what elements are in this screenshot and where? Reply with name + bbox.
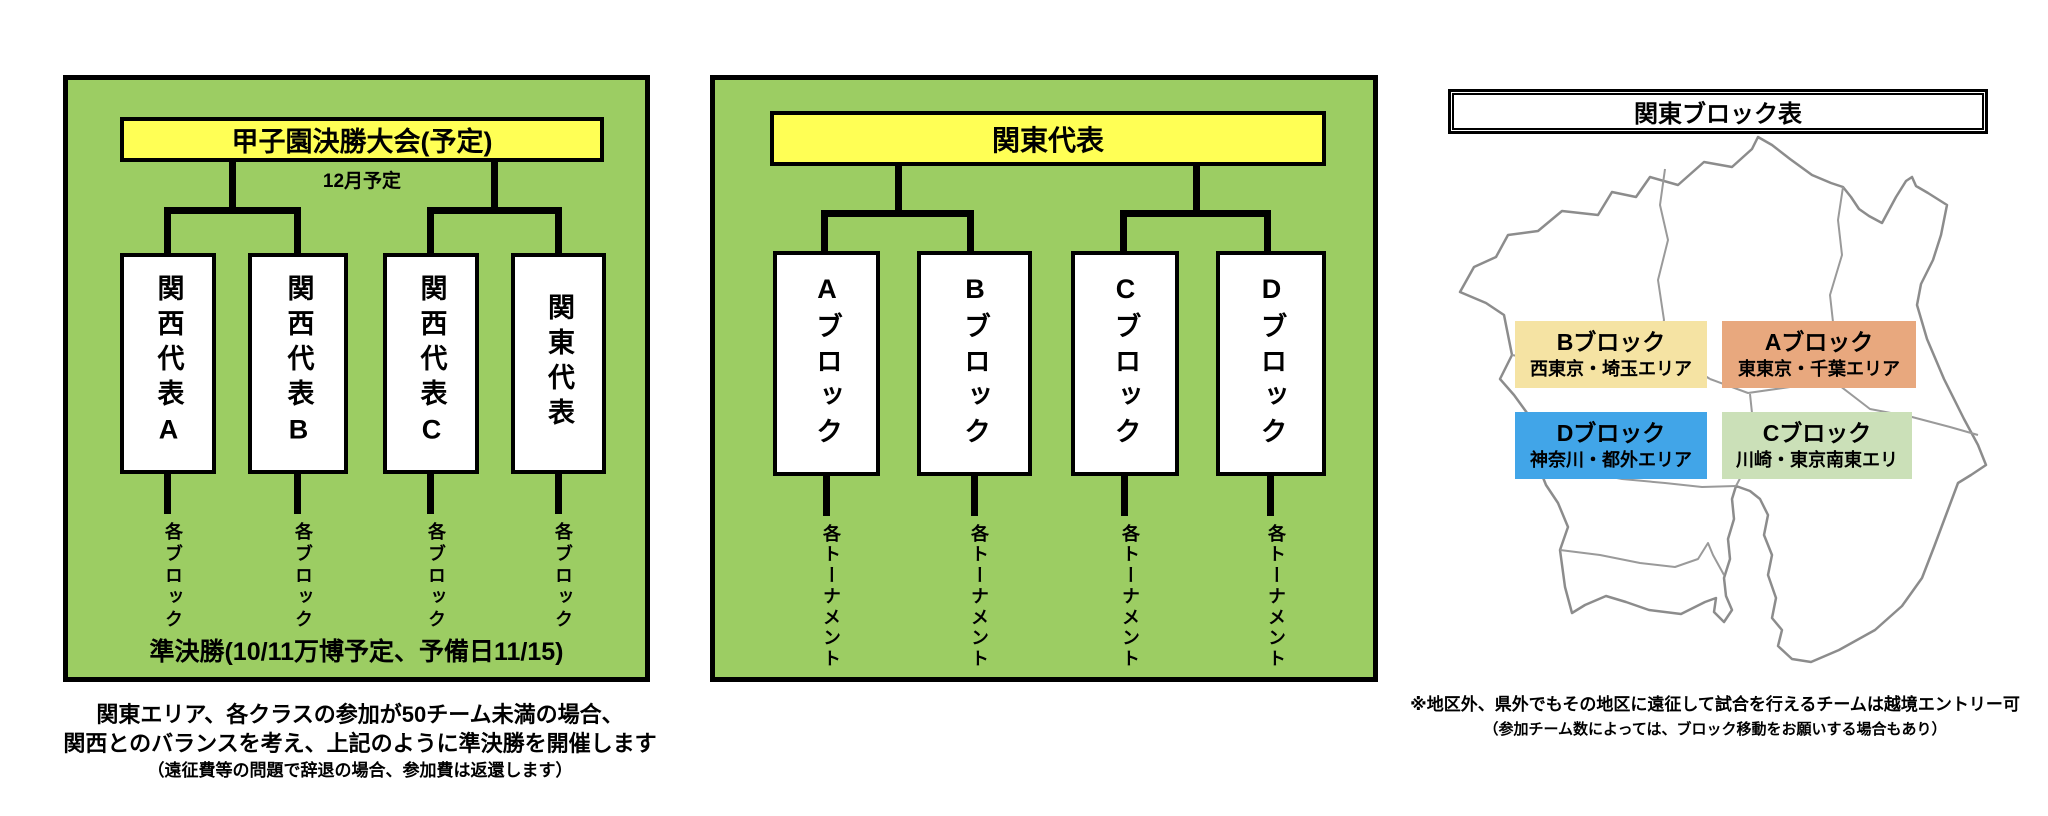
final-tournament-header-label: 甲子園決勝大会(予定) [231,127,493,157]
final-tournament-header: 甲子園決勝大会(予定) [120,117,604,162]
map-block-name: Aブロック [1764,328,1874,355]
map-block-area: 神奈川・都外エリア [1530,449,1692,470]
block-box-d: Dブロック [1216,251,1326,476]
bracket-line [294,474,301,514]
map-block-name: Dブロック [1556,419,1666,446]
leaf-label-block: 各ブロック [426,522,446,632]
map-block-area: 川崎・東京南東エリ [1736,449,1898,470]
team-box-label: 関西代表B [283,274,314,453]
kanto-map [1458,135,1988,664]
koshien-final-bracket-panel: 甲子園決勝大会(予定) 12月予定 関西代表А 関西代表B 関西代表C 関東代表 [63,75,650,682]
bracket-line [427,474,434,514]
team-box-label: 関西代表А [153,274,184,453]
final-schedule-note: 12月予定 [322,171,402,192]
semifinal-footer: 準決勝(10/11万博予定、予備日11/15) [149,638,564,666]
bracket-line [1267,476,1274,516]
map-block-c: Cブロック 川崎・東京南東エリ [1722,412,1912,479]
team-box-label: 関西代表C [416,274,447,453]
kanto-representative-header: 関東代表 [770,111,1326,166]
leaf-label-tournament: 各トーナメント [1266,524,1286,671]
bracket-line [164,474,171,514]
block-box-label: Bブロック [960,274,990,453]
block-box-label: Aブロック [812,274,842,453]
map-block-area: 東東京・千葉エリア [1738,358,1900,379]
kanto-block-map-title-box: 関東ブロック表 [1448,89,1988,134]
map-block-a: Aブロック 東東京・千葉エリア [1722,321,1916,388]
note-line: （遠征費等の問題で辞退の場合、参加費は返還します） [147,761,573,780]
bracket-line [555,207,562,257]
block-box-c: Cブロック [1071,251,1179,476]
team-box-kansai-b: 関西代表B [248,253,348,474]
bracket-line [1193,166,1200,217]
kanto-block-map-title: 関東ブロック表 [1634,101,1802,128]
bracket-line [427,207,434,257]
bracket-line [1120,210,1271,217]
bracket-line [427,207,562,214]
map-block-d: Dブロック 神奈川・都外エリア [1515,412,1707,479]
bracket-line [1264,210,1271,255]
bracket-line [821,210,974,217]
bracket-line [555,474,562,514]
bracket-line [895,166,902,217]
bracket-line [1120,210,1127,255]
bracket-line [821,210,828,255]
bracket-line [294,207,301,257]
leaf-label-tournament: 各トーナメント [1120,524,1140,671]
bracket-line [823,476,830,516]
kanto-representative-header-label: 関東代表 [991,124,1104,156]
right-panel-notes: ※地区外、県外でもその地区に遠征して試合を行えるチームは越境エントリー可 （参加… [1400,692,2030,742]
bracket-line [967,210,974,255]
map-block-area: 西東京・埼玉エリア [1530,358,1692,379]
team-box-kansai-a: 関西代表А [120,253,216,474]
team-box-kanto: 関東代表 [511,253,606,474]
left-panel-notes: 関東エリア、各クラスの参加が50チーム未満の場合、 関西とのバランスを考え、上記… [40,700,680,783]
map-block-name: Cブロック [1762,419,1872,446]
team-box-kansai-c: 関西代表C [383,253,479,474]
note-line: 関東エリア、各クラスの参加が50チーム未満の場合、 [96,702,624,727]
bracket-line [491,162,498,214]
block-box-b: Bブロック [917,251,1032,476]
note-line: （参加チーム数によっては、ブロック移動をお願いする場合もあり） [1483,721,1947,738]
bracket-line [164,207,171,257]
block-box-label: Cブロック [1110,274,1141,453]
leaf-label-tournament: 各トーナメント [821,524,841,671]
map-block-name: Bブロック [1556,328,1666,355]
leaf-label-block: 各ブロック [163,522,183,632]
bracket-line [1121,476,1128,516]
bracket-line [164,207,301,214]
team-box-label: 関東代表 [544,293,574,434]
kanto-outline [1458,135,1988,664]
note-line: ※地区外、県外でもその地区に遠征して試合を行えるチームは越境エントリー可 [1410,695,2020,714]
leaf-label-block: 各ブロック [293,522,313,632]
block-box-a: Aブロック [773,251,880,476]
bracket-line [229,162,236,214]
leaf-label-block: 各ブロック [553,522,573,632]
bracket-line [971,476,978,516]
map-block-b: Bブロック 西東京・埼玉エリア [1515,321,1707,388]
block-box-label: Dブロック [1256,274,1287,453]
kanto-representative-bracket-panel: 関東代表 Aブロック Bブロック Cブロック Dブロック 各トーナメント 各ト [710,75,1378,682]
leaf-label-tournament: 各トーナメント [969,524,989,671]
note-line: 関西とのバランスを考え、上記のように準決勝を開催します [63,731,657,756]
